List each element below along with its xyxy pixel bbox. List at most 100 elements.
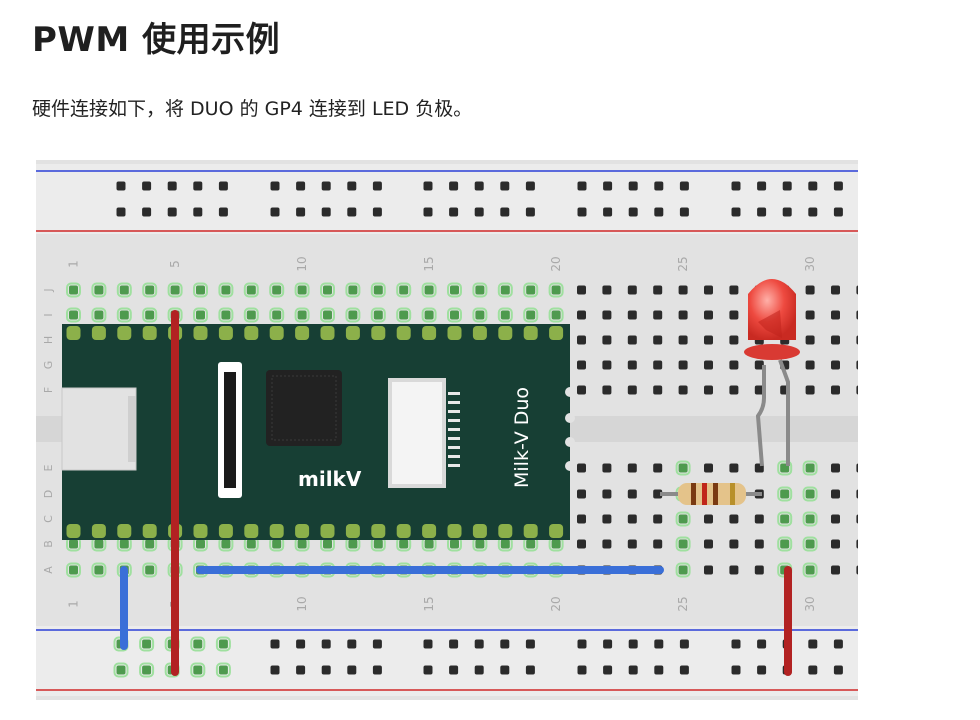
row-label: D	[42, 490, 55, 498]
breadboard-hole	[805, 285, 815, 295]
breadboard-hole	[654, 207, 664, 217]
breadboard-hole	[145, 565, 155, 575]
breadboard-hole	[323, 310, 332, 320]
breadboard-hole	[602, 463, 612, 473]
column-label: 25	[676, 256, 690, 271]
column-label: 25	[676, 596, 690, 611]
milkv-duo-board: milkV Milk-V Duo	[61, 324, 575, 540]
breadboard-hole	[679, 665, 689, 675]
breadboard-hole	[475, 285, 485, 295]
breadboard-hole	[833, 665, 843, 675]
breadboard-hole	[805, 489, 815, 499]
breadboard-hole	[449, 639, 459, 649]
breadboard-hole	[474, 181, 484, 191]
breadboard-hole	[704, 385, 713, 395]
breadboard-hole	[831, 539, 840, 549]
breadboard-hole	[704, 514, 713, 524]
breadboard-hole	[808, 665, 818, 675]
breadboard-hole	[423, 181, 433, 191]
breadboard-hole	[653, 463, 663, 473]
column-label: 30	[803, 256, 817, 271]
breadboard-hole	[373, 285, 383, 295]
breadboard-hole	[678, 335, 688, 345]
breadboard-hole	[833, 181, 843, 191]
breadboard-hole	[500, 310, 510, 320]
row-label: F	[42, 387, 55, 393]
row-label: I	[42, 313, 55, 316]
breadboard-hole	[808, 181, 818, 191]
breadboard-hole	[757, 639, 767, 649]
breadboard-hole	[474, 207, 484, 217]
breadboard-hole	[525, 181, 535, 191]
breadboard-hole	[500, 181, 510, 191]
column-label: 5	[168, 260, 182, 268]
board-pin	[523, 524, 538, 538]
breadboard-hole	[119, 285, 129, 295]
breadboard-hole	[297, 310, 307, 320]
board-pin	[66, 524, 81, 538]
breadboard-hole	[347, 665, 357, 675]
breadboard-hole	[577, 207, 587, 217]
breadboard-hole	[603, 665, 613, 675]
breadboard-hole	[678, 360, 688, 370]
breadboard-hole	[833, 207, 843, 217]
breadboard-hole	[246, 539, 256, 549]
breadboard-hole	[831, 335, 840, 345]
intro-text: 硬件连接如下，将 DUO 的 GP4 连接到 LED 负极。	[32, 98, 473, 120]
breadboard-hole	[474, 665, 484, 675]
breadboard-hole	[526, 285, 536, 295]
breadboard-hole	[321, 181, 331, 191]
breadboard-hole	[603, 639, 613, 649]
breadboard-hole	[602, 360, 612, 370]
breadboard-hole	[577, 285, 586, 295]
board-pin	[498, 326, 513, 340]
breadboard-hole	[424, 285, 434, 295]
breadboard-hole	[475, 310, 485, 320]
breadboard-hole	[805, 360, 815, 370]
board-pin	[218, 326, 233, 340]
breadboard-hole	[577, 310, 586, 320]
breadboard-hole	[627, 335, 637, 345]
breadboard-hole	[296, 639, 306, 649]
board-pin	[371, 524, 386, 538]
breadboard-hole	[678, 514, 688, 524]
breadboard-hole	[602, 285, 612, 295]
breadboard-hole	[142, 207, 152, 217]
breadboard-hole	[525, 639, 535, 649]
breadboard-hole	[193, 181, 203, 191]
breadboard-hole	[805, 385, 815, 395]
breadboard-hole	[653, 335, 663, 345]
breadboard-hole	[782, 207, 792, 217]
breadboard-hole	[347, 639, 357, 649]
breadboard-hole	[627, 514, 637, 524]
breadboard-hole	[856, 463, 858, 473]
board-pin	[295, 524, 310, 538]
breadboard-hole	[94, 565, 104, 575]
breadboard-hole	[551, 285, 561, 295]
board-pin	[498, 524, 513, 538]
breadboard-hole	[218, 639, 228, 649]
breadboard-hole	[246, 285, 256, 295]
column-label: 20	[549, 596, 563, 611]
soc-chip	[266, 370, 342, 446]
breadboard-hole	[654, 665, 664, 675]
breadboard-hole	[628, 665, 638, 675]
breadboard-hole	[577, 385, 586, 395]
board-pin	[472, 326, 487, 340]
breadboard-hole	[628, 639, 638, 649]
breadboard-hole	[372, 665, 382, 675]
breadboard-hole	[729, 565, 739, 575]
column-label: 10	[295, 596, 309, 611]
breadboard-hole	[270, 207, 280, 217]
breadboard-hole	[654, 181, 664, 191]
breadboard-hole	[424, 310, 434, 320]
column-label: 1	[67, 260, 81, 268]
breadboard-hole	[526, 310, 536, 320]
breadboard-hole	[399, 285, 409, 295]
board-name: Milk-V Duo	[511, 387, 533, 488]
breadboard-hole	[373, 539, 383, 549]
breadboard-hole	[272, 539, 282, 549]
breadboard-hole	[627, 463, 637, 473]
board-pin	[193, 326, 208, 340]
breadboard-hole	[348, 539, 358, 549]
